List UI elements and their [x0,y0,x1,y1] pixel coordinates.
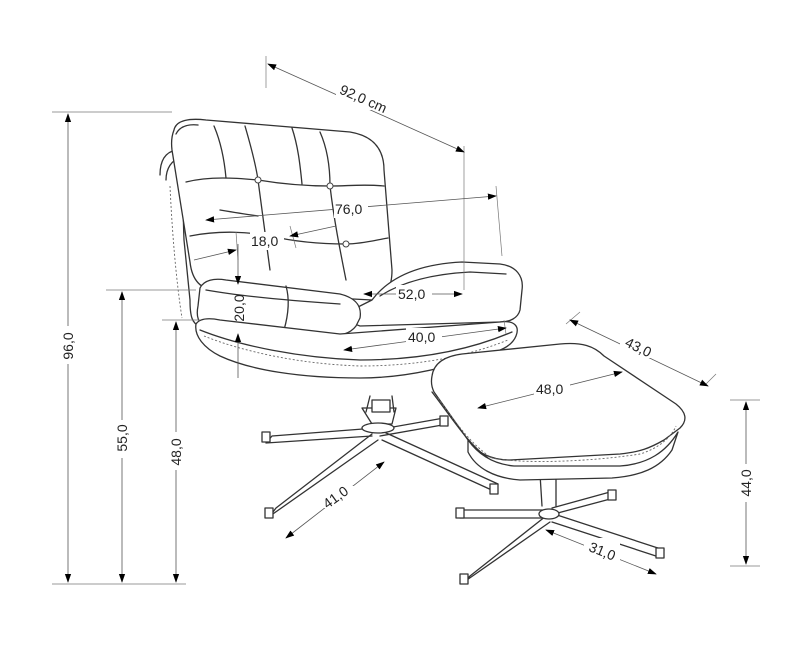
label-overall-width: 92,0 cm [337,81,389,116]
label-seat-height: 48,0 [168,438,184,465]
dim-arm-height [106,289,196,583]
tuft-button-1 [254,176,262,184]
dim-seat-width [205,185,503,257]
dim-seat-depth-front [363,285,463,303]
label-ottoman-width: 48,0 [536,381,563,397]
label-ottoman-height: 44,0 [738,469,754,496]
label-armrest-width: 18,0 [251,233,278,249]
dim-seat-height [162,319,200,583]
tuft-button-3 [342,240,350,248]
label-seat-depth: 40,0 [408,329,435,345]
dim-ottoman-depth [565,311,717,387]
label-arm-height: 55,0 [114,424,130,451]
dim-ottoman-width [477,370,623,410]
dim-seat-depth [343,319,507,353]
label-armrest-height: 20,0 [231,294,247,321]
dim-total-height [52,111,186,585]
label-seat-width: 76,0 [335,201,362,217]
tuft-button-2 [326,182,334,190]
dim-overall-width [265,56,465,290]
ottoman-base-shell [467,431,679,481]
dim-ottoman-base-radius [545,529,657,575]
ottoman [430,342,686,585]
dim-ottoman-height [730,399,760,567]
dim-base-radius [285,461,385,539]
ottoman-star-base [455,473,665,585]
dim-armrest-width [193,225,337,261]
armchair [159,118,523,519]
label-seat-depth-front: 52,0 [398,286,425,302]
label-total-height: 96,0 [60,332,76,359]
